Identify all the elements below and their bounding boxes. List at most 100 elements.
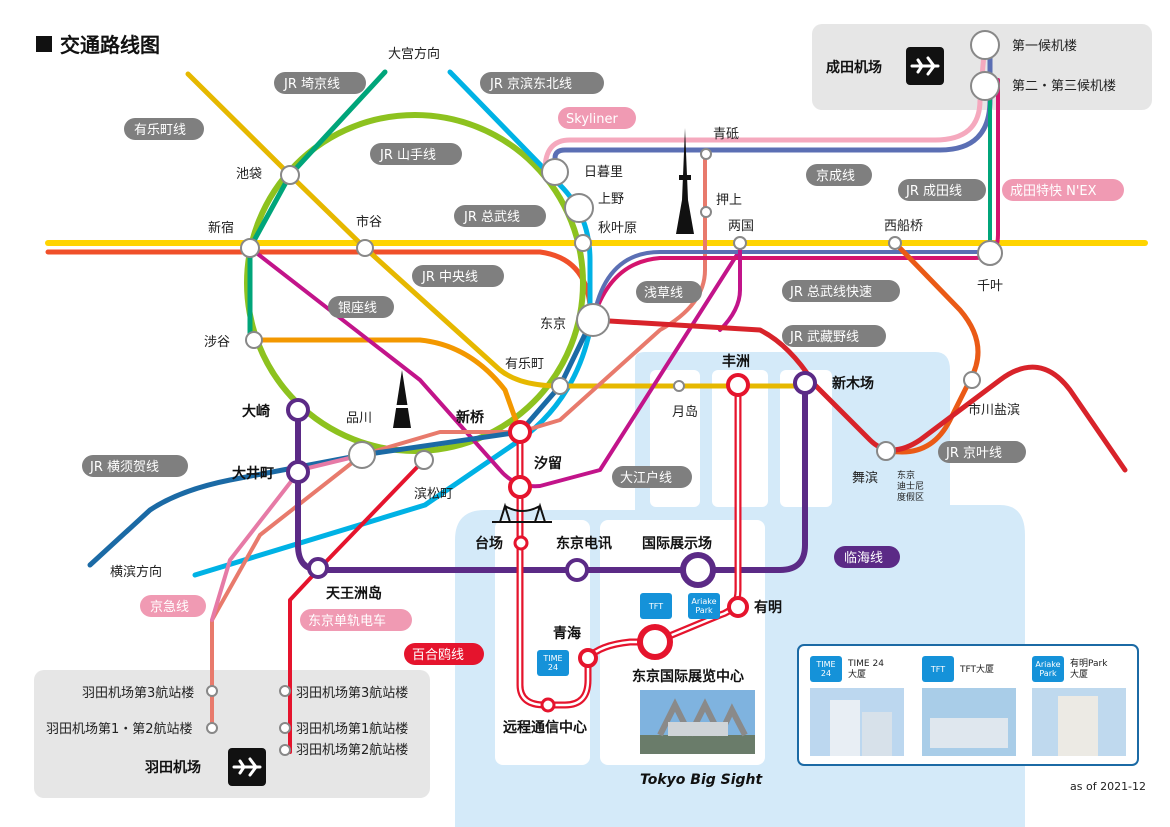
station-yurakucho[interactable] [551,377,569,395]
station-tennozu[interactable] [307,557,329,579]
tag-keikyu[interactable]: 京急线 [140,595,206,617]
station-ikebukuro[interactable] [280,165,300,185]
station-haneda-mono-t3[interactable] [279,685,291,697]
line-tags: 有乐町线 JR 埼京线 JR 京滨东北线 Skyliner JR 山手线 京成线… [82,72,1124,665]
station-hamamatsucho[interactable] [414,450,434,470]
label-daiba: 台场 [475,535,503,552]
tag-keisei[interactable]: 京成线 [806,164,872,186]
svg-text:有乐町线: 有乐町线 [134,123,186,138]
tag-musashino[interactable]: JR 武藏野线 [782,325,886,347]
station-narita-t1[interactable] [970,30,1000,60]
station-tokyo-teleport[interactable] [565,558,589,582]
station-ueno[interactable] [564,193,594,223]
badge-tft[interactable]: TFT [640,593,672,619]
station-aomi[interactable] [578,648,598,668]
tag-nex[interactable]: 成田特快 N'EX [1002,179,1124,201]
tag-asakusa[interactable]: 浅草线 [636,281,702,303]
tag-saikyo[interactable]: JR 埼京线 [274,72,366,94]
station-tokyo[interactable] [576,303,610,337]
svg-text:Skyliner: Skyliner [566,112,618,127]
station-ichikawashiohama[interactable] [963,371,981,389]
station-aoto[interactable] [700,148,712,160]
station-shinjuku[interactable] [240,238,260,258]
station-shiodome[interactable] [508,475,532,499]
direction-omiya: 大宫方向 [388,46,440,62]
station-maihama[interactable] [876,441,896,461]
line-ginza [247,337,523,435]
tag-yamanote[interactable]: JR 山手线 [370,143,462,165]
station-tsukishima[interactable] [673,380,685,392]
station-haneda-mono-t1[interactable] [279,722,291,734]
line-jr-yokosuka [87,317,595,568]
label-kokusai-tenjijo: 国际展示场 [642,536,712,552]
station-chiba[interactable] [977,240,1003,266]
tag-skyliner[interactable]: Skyliner [558,107,636,129]
label-yurakucho: 有乐町 [505,357,544,372]
station-shinkiba[interactable] [793,371,817,395]
station-shinagawa[interactable] [348,441,376,469]
station-big-sight[interactable] [637,624,673,660]
label-tokyo-teleport: 东京电讯 [556,535,612,552]
tag-keiyo[interactable]: JR 京叶线 [938,441,1026,463]
station-ichigaya[interactable] [356,239,374,257]
haneda-keikyu-t3-label: 羽田机场第3航站楼 [82,685,194,701]
tag-ginza[interactable]: 银座线 [328,296,394,318]
station-shimbashi[interactable] [508,420,532,444]
tag-narita-line[interactable]: JR 成田线 [898,179,986,201]
label-shimbashi: 新桥 [456,409,485,426]
svg-text:JR 京滨东北线: JR 京滨东北线 [489,76,572,92]
tag-monorail[interactable]: 东京单轨电车 [300,609,412,631]
tag-chuo[interactable]: JR 中央线 [412,265,504,287]
station-oimachi[interactable] [286,460,310,484]
svg-text:JR 横须贺线: JR 横须贺线 [89,460,159,475]
station-haneda-keikyu-t12[interactable] [206,722,218,734]
station-ariake[interactable] [727,596,749,618]
station-haneda-mono-t2[interactable] [279,744,291,756]
line-tokyo-monorail [288,458,426,754]
station-toyosu[interactable] [726,373,750,397]
station-ryogoku[interactable] [733,236,747,250]
svg-text:TFT大厦: TFT大厦 [959,663,994,675]
station-kokusai-tenjijo[interactable] [680,552,716,588]
tag-yurakucho[interactable]: 有乐町线 [124,118,204,140]
label-telecom-center: 远程通信中心 [503,719,587,736]
tag-keihin-tohoku[interactable]: JR 京滨东北线 [480,72,604,94]
station-narita-t23[interactable] [970,71,1000,101]
station-haneda-keikyu-t3[interactable] [206,685,218,697]
station-nippori[interactable] [541,158,569,186]
station-oshiage[interactable] [700,206,712,218]
svg-text:TFT: TFT [648,602,663,611]
station-akihabara[interactable] [574,234,592,252]
tag-sobu[interactable]: JR 总武线 [454,205,546,227]
big-sight-label: Tokyo Big Sight [640,772,764,788]
label-akihabara: 秋叶原 [598,221,637,236]
station-osaki[interactable] [286,398,310,422]
label-ueno: 上野 [598,192,624,207]
station-telecom-center[interactable] [540,697,556,713]
tag-sobu-rapid[interactable]: JR 总武线快速 [782,280,900,302]
narita-terminal1-label: 第一候机楼 [1012,39,1077,54]
label-nippori: 日暮里 [584,165,623,180]
label-ichikawashiohama: 市川盐滨 [968,402,1020,418]
label-osaki: 大崎 [242,403,270,420]
label-chiba: 千叶 [977,279,1003,294]
station-daiba[interactable] [513,535,529,551]
station-nishifunabashi[interactable] [888,236,902,250]
line-keisei [552,39,993,175]
station-shibuya[interactable] [245,331,263,349]
label-disney: 东京迪士尼度假区 [897,469,924,503]
svg-text:百合鸥线: 百合鸥线 [412,647,464,663]
tag-yurikamome[interactable]: 百合鸥线 [404,643,484,665]
tag-yokosuka[interactable]: JR 横须贺线 [82,455,188,477]
tag-oedo[interactable]: 大江户线 [612,466,692,488]
label-aoto: 青砥 [713,127,739,142]
tag-rinkai[interactable]: 临海线 [834,546,900,568]
line-jr-chuo [45,249,593,323]
